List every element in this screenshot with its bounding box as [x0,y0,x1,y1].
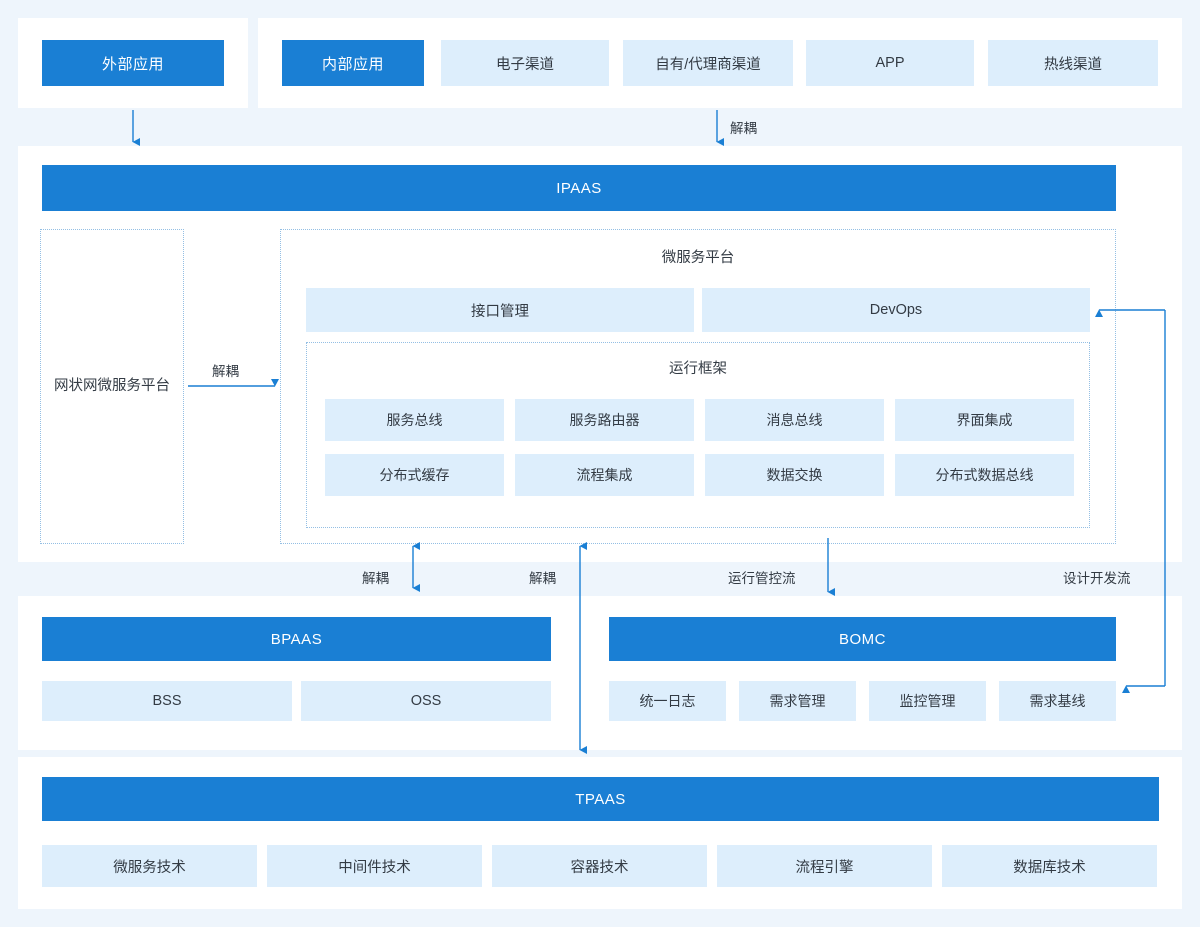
bomc-title-bar: BOMC [609,617,1116,661]
bomc-item-2[interactable]: 监控管理 [869,681,986,721]
devops-box[interactable]: DevOps [702,288,1090,332]
runtime-item-6[interactable]: 数据交换 [705,454,884,496]
tpaas-item-1[interactable]: 中间件技术 [267,845,482,887]
runtime-item-7[interactable]: 分布式数据总线 [895,454,1074,496]
channel-box-3[interactable]: 热线渠道 [988,40,1158,86]
tpaas-item-0[interactable]: 微服务技术 [42,845,257,887]
decouple-tpaas-label: 解耦 [529,571,556,586]
tpaas-title-bar: TPAAS [42,777,1159,821]
design-dev-flow-label: 设计开发流 [1063,571,1131,586]
internal-app-box[interactable]: 内部应用 [282,40,424,86]
micro-platform-dotted-box [280,229,1116,544]
channel-box-0[interactable]: 电子渠道 [441,40,609,86]
runtime-item-1[interactable]: 服务路由器 [515,399,694,441]
mesh-platform-line2: 平台 [141,377,170,394]
micro-platform-title: 微服务平台 [661,250,735,267]
runtime-framework-title: 运行框架 [669,361,727,378]
decouple-mesh-label: 解耦 [212,364,239,379]
bpaas-title-bar: BPAAS [42,617,551,661]
runtime-item-2[interactable]: 消息总线 [705,399,884,441]
bomc-item-3[interactable]: 需求基线 [999,681,1116,721]
external-app-box[interactable]: 外部应用 [42,40,224,86]
channel-box-1[interactable]: 自有/代理商渠道 [623,40,793,86]
ipaas-title-bar: IPAAS [42,165,1116,211]
runtime-item-4[interactable]: 分布式缓存 [325,454,504,496]
bomc-item-1[interactable]: 需求管理 [739,681,856,721]
runtime-control-flow-label: 运行管控流 [728,571,796,586]
channel-box-2[interactable]: APP [806,40,974,86]
decouple-bpaas-label: 解耦 [362,571,389,586]
runtime-item-5[interactable]: 流程集成 [515,454,694,496]
runtime-item-0[interactable]: 服务总线 [325,399,504,441]
runtime-framework-dotted-box [306,342,1090,528]
interface-management-box[interactable]: 接口管理 [306,288,694,332]
bpaas-item-1[interactable]: OSS [301,681,551,721]
mesh-platform-label: 网状网微服务 平台 [40,229,184,544]
runtime-item-3[interactable]: 界面集成 [895,399,1074,441]
decouple-top-label: 解耦 [730,121,757,136]
mesh-platform-dotted-box [40,229,184,544]
mesh-platform-line1: 网状网微服务 [54,377,141,394]
tpaas-item-2[interactable]: 容器技术 [492,845,707,887]
tpaas-item-3[interactable]: 流程引擎 [717,845,932,887]
bpaas-item-0[interactable]: BSS [42,681,292,721]
bomc-item-0[interactable]: 统一日志 [609,681,726,721]
tpaas-item-4[interactable]: 数据库技术 [942,845,1157,887]
